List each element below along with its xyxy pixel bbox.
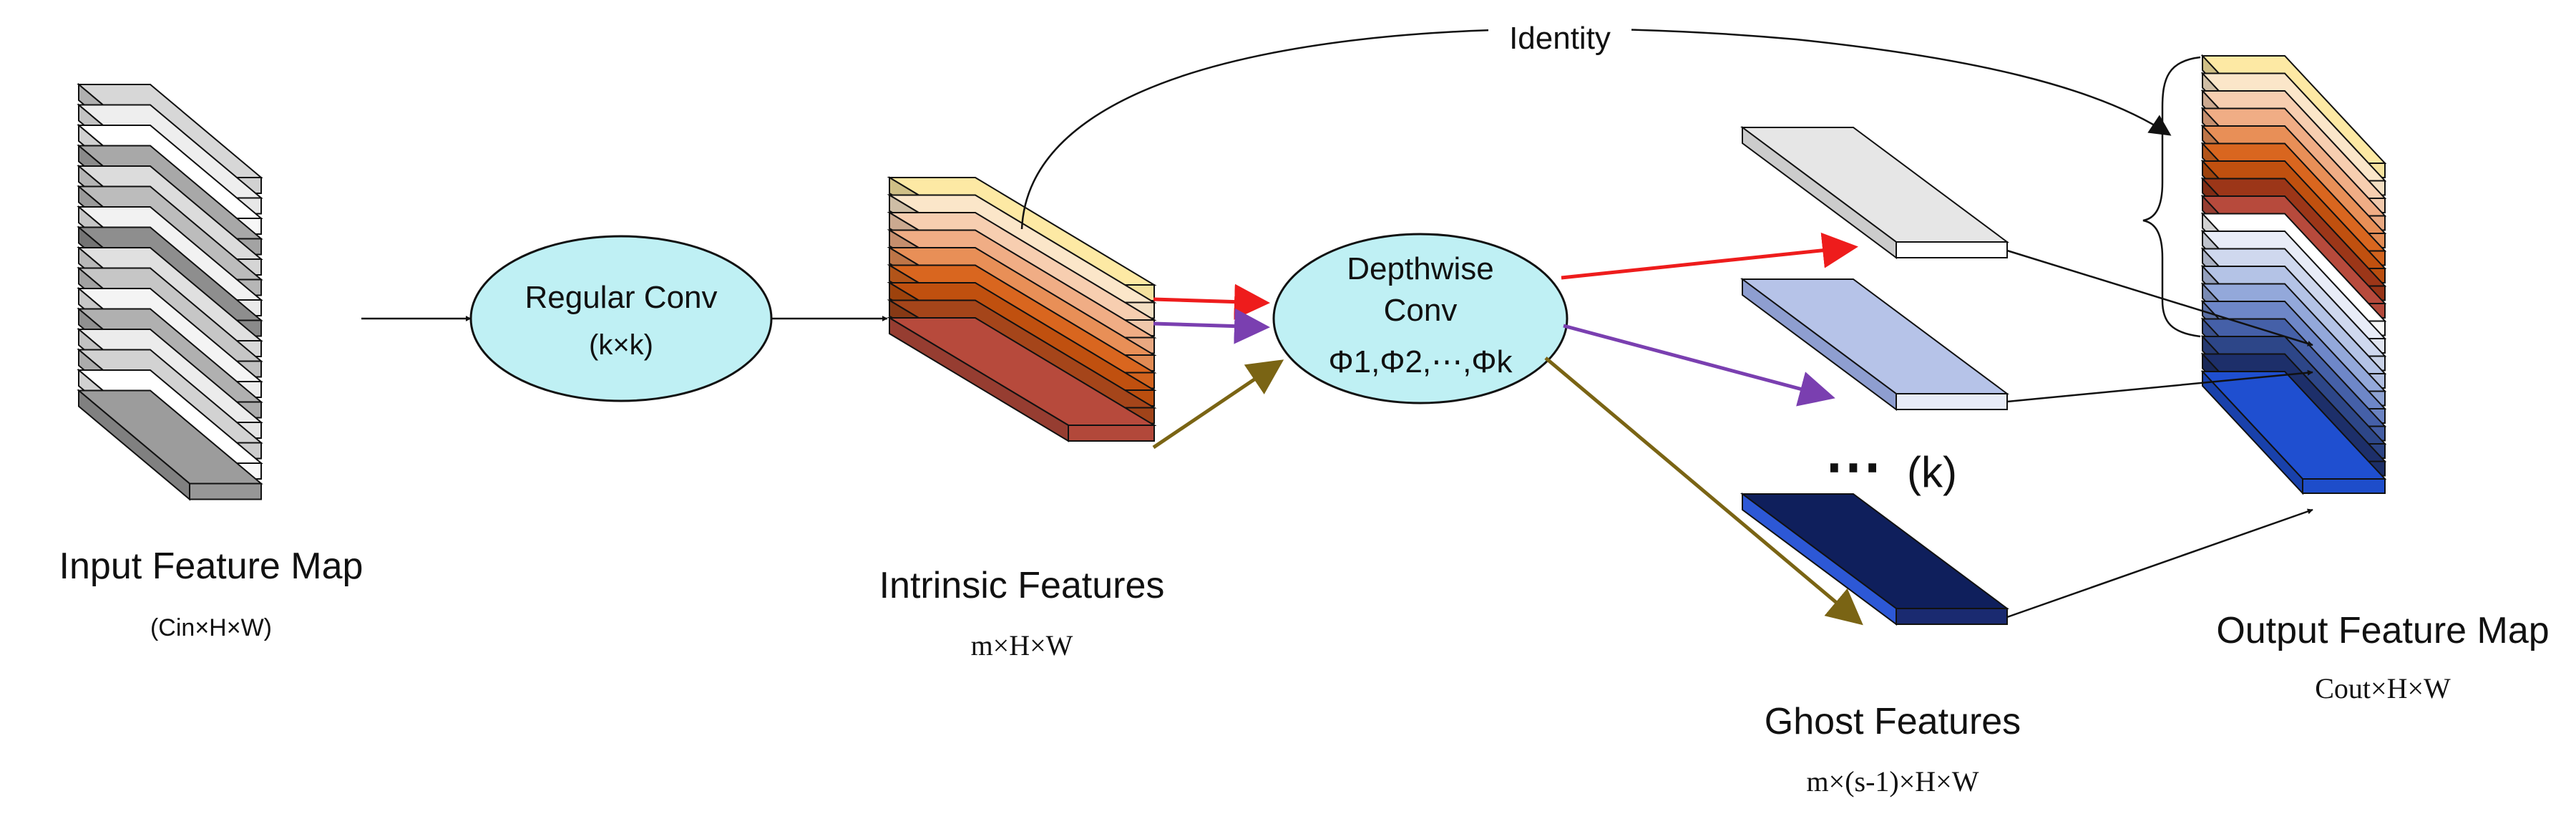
ghost3-to-output-arrow bbox=[2006, 508, 2313, 619]
intrinsic-feature-stack bbox=[887, 176, 1157, 442]
output-feature-stack bbox=[2200, 54, 2387, 495]
red-arrow-1 bbox=[1153, 283, 1270, 320]
k-count-label: (k) bbox=[1907, 448, 1957, 496]
ghost-map-2 bbox=[1740, 278, 2010, 411]
identity-label-bg bbox=[1488, 20, 1631, 56]
purple-arrow-2 bbox=[1563, 324, 1835, 407]
intrinsic-dims-label: m×H×W bbox=[971, 629, 1073, 661]
stack-input-layer bbox=[77, 389, 263, 501]
output-feature-map-title: Output Feature Map bbox=[2216, 610, 2549, 651]
identity-brace bbox=[2142, 56, 2201, 338]
regular-conv-node bbox=[469, 235, 773, 402]
purple-arrow-1 bbox=[1153, 308, 1270, 344]
identity-arrow bbox=[1020, 28, 2172, 230]
kernel-size-label: (k×k) bbox=[589, 329, 653, 361]
depthwise-label-line1: Depthwise bbox=[1347, 251, 1493, 286]
input-dims-label: (Cin×H×W) bbox=[150, 614, 272, 641]
ghost1-to-output-arrow bbox=[2006, 249, 2313, 346]
red-arrow-2 bbox=[1561, 232, 1858, 280]
stack-output-layer bbox=[2200, 369, 2387, 495]
phi-operations-label: Φ1,Φ2,⋯,Φk bbox=[1329, 344, 1513, 379]
ghost-map-1 bbox=[1740, 126, 2010, 259]
olive-arrow-1 bbox=[1152, 359, 1284, 450]
ghost-features-title: Ghost Features bbox=[1765, 701, 2021, 742]
output-dims-label: Cout×H×W bbox=[2315, 672, 2451, 704]
regular-conv-label: Regular Conv bbox=[525, 280, 717, 315]
ghost-dims-label: m×(s-1)×H×W bbox=[1807, 765, 1979, 798]
depthwise-label-line2: Conv bbox=[1384, 293, 1458, 328]
identity-label: Identity bbox=[1509, 21, 1611, 56]
olive-arrow-2 bbox=[1544, 357, 1863, 626]
input-feature-map-title: Input Feature Map bbox=[59, 546, 364, 587]
input-feature-stack bbox=[77, 82, 263, 501]
ellipsis-label: ⋯ bbox=[1825, 434, 1882, 498]
depthwise-conv-node bbox=[1272, 233, 1568, 404]
ghost2-to-output-arrow bbox=[2006, 369, 2313, 403]
stack-intrinsic-layer bbox=[887, 316, 1157, 442]
intrinsic-features-title: Intrinsic Features bbox=[879, 565, 1165, 606]
